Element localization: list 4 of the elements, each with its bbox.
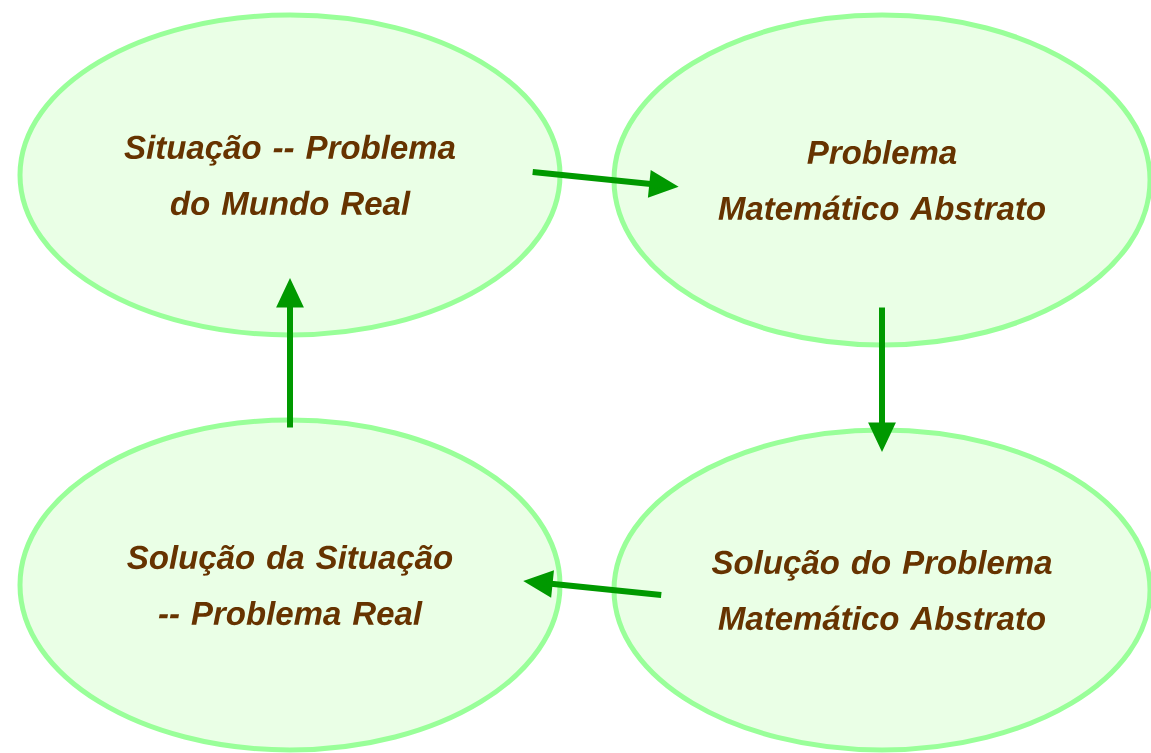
ellipse-node: Solução do Problema Matemático Abstrato [611, 427, 1151, 753]
ellipse-node: Solução da Situação -- Problema Real [17, 417, 563, 753]
ellipse-node: Problema Matemático Abstrato [611, 12, 1151, 348]
ellipse-node: Situação -- Problema do Mundo Real [17, 12, 563, 338]
